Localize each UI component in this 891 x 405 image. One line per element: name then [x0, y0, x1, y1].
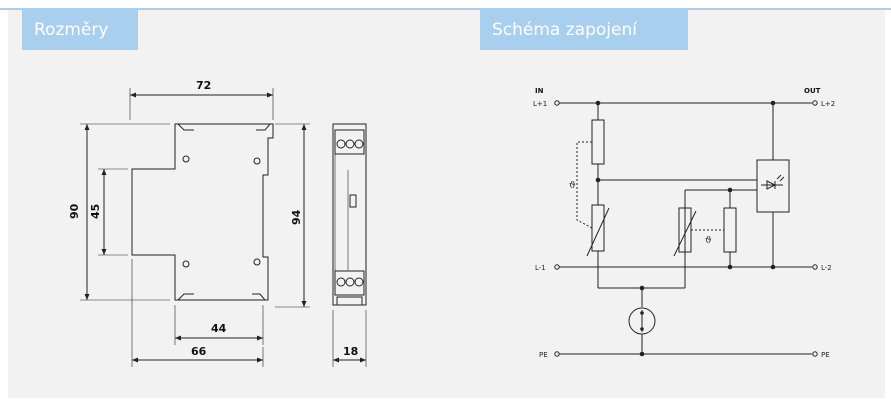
- label-l-minus-2: L-2: [821, 264, 832, 272]
- side-view-outline: [332, 123, 367, 306]
- dim-94: 94: [290, 209, 303, 225]
- dim-45: 45: [89, 204, 102, 219]
- content-panel: [8, 10, 885, 398]
- label-l-plus-1: L+1: [533, 100, 547, 108]
- tab-dimensions[interactable]: Rozměry: [22, 10, 138, 50]
- dim-18: 18: [343, 345, 358, 358]
- dim-72: 72: [196, 79, 211, 92]
- front-view-outline: [131, 123, 274, 301]
- label-l-minus-1: L-1: [535, 264, 546, 272]
- dim-44: 44: [211, 322, 227, 335]
- label-pe-left: PE: [539, 351, 548, 359]
- dim-66: 66: [191, 345, 207, 358]
- label-in: IN: [535, 87, 544, 95]
- header-rule: [0, 8, 891, 10]
- schematic-drawing: IN OUT L+1 L+2 L-1 L-2 PE PE ϑ ϑ: [533, 87, 835, 359]
- dimension-drawing: 72 90 45 94 44 66 18: [68, 79, 367, 367]
- label-l-plus-2: L+2: [821, 100, 835, 108]
- label-pe-right: PE: [821, 351, 830, 359]
- tab-schematic[interactable]: Schéma zapojení: [480, 10, 688, 50]
- dim-90: 90: [68, 203, 81, 219]
- label-theta-right: ϑ: [705, 236, 712, 246]
- label-theta-left: ϑ: [569, 181, 576, 191]
- label-out: OUT: [804, 87, 821, 95]
